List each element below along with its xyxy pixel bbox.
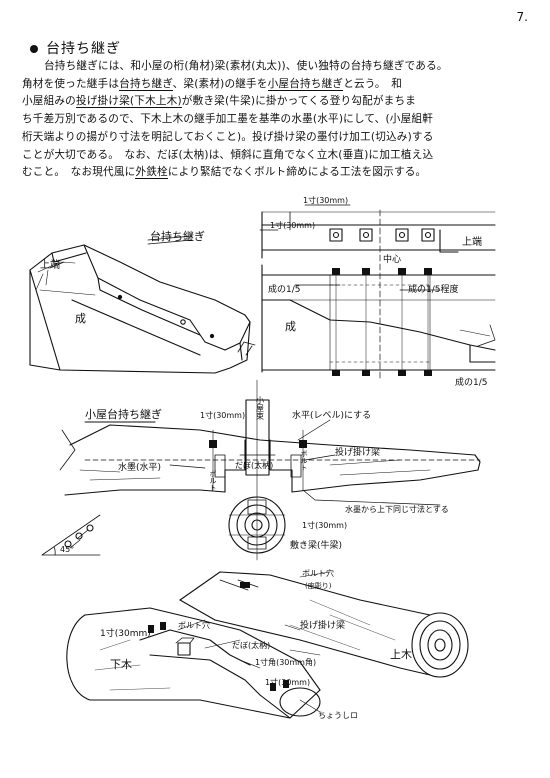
fig3-level-label: 水平(レベル)にする xyxy=(292,409,371,421)
paragraph-line: ことが大切である。 なお、だぼ(太枘)は、傾斜に直角でなく立木(垂直)に加工植え… xyxy=(22,147,532,165)
fig3-post-label: 小屋束 xyxy=(256,396,265,421)
fig3-dowel-label: だぼ(太枘) xyxy=(235,460,273,470)
fig4-dim-right: 1寸(30mm) xyxy=(265,677,310,687)
underlined-term: 小屋台持ち継ぎ xyxy=(267,77,344,91)
paragraph-text: 角材を使った継手は xyxy=(22,77,120,90)
paragraph-line: むこと。 なお現代風に外鉄栓により緊結でなくボルト締めによる工法を図示する。 xyxy=(22,164,532,182)
paragraph-text: 小屋組みの xyxy=(22,95,76,108)
figure-daimochi-isometric xyxy=(29,235,256,374)
fig4-adze-label: ちょうしロ xyxy=(318,711,358,720)
figure-daimochi-plan-elevation xyxy=(259,204,496,381)
fig3-dim-top: 1寸(30mm) xyxy=(200,410,245,420)
body-paragraph: 台持ち継ぎには、和小屋の桁(角材)梁(素材(丸太))、使い独特の台持ち継ぎである… xyxy=(22,58,532,182)
bullet-icon xyxy=(30,45,38,53)
fig3-dim-bottom: 1寸(30mm) xyxy=(302,520,347,530)
paragraph-line: 桁天端よりの揚がり寸法を明記しておくこと)。投げ掛け梁の墨付け加工(切込み)する xyxy=(22,129,532,147)
fig3-bolt-right-label: ボルト xyxy=(300,450,308,471)
paragraph-line: 台持ち継ぎには、和小屋の桁(角材)梁(素材(丸太))、使い独特の台持ち継ぎである… xyxy=(22,58,532,76)
paragraph-text: 桁天端よりの揚がり寸法を明記しておくこと)。投げ掛け梁の墨付け加工(切込み)する xyxy=(22,130,434,143)
fig4-bolt-hole-note: (座彫り) xyxy=(305,581,332,590)
fig2-dim-left: 1寸(30mm) xyxy=(270,220,315,230)
fig2-upper-end-label: 上端 xyxy=(462,235,482,248)
paragraph-text: が敷き梁(牛梁)に掛かってくる登り勾配がまちま xyxy=(181,95,417,108)
paragraph-text: 台持ち継ぎには、和小屋の桁(角材)梁(素材(丸太))、使い独特の台持ち継ぎである… xyxy=(44,60,448,72)
fig4-dim-square: 1寸角(30mm角) xyxy=(255,657,316,667)
fig2-dim-top: 1寸(30mm) xyxy=(303,195,348,205)
paragraph-line: 小屋組みの投げ掛け梁(下木上木)が敷き梁(牛梁)に掛かってくる登り勾配がまちま xyxy=(22,93,532,111)
section-title-text: 台持ち継ぎ xyxy=(46,41,121,57)
fig2-depth-fifth-bottom-label: 成の1/5 xyxy=(455,376,488,388)
figure-koya-daimochi-3d xyxy=(66,571,469,719)
fig4-dowel-label: だぼ(太枘) xyxy=(232,640,270,650)
page-number: 7. xyxy=(516,10,528,24)
paragraph-text: と云う。 和 xyxy=(343,77,403,90)
fig3-rafter-beam-label: 投げ掛け梁 xyxy=(335,446,380,458)
fig1-title: 台持ち継ぎ xyxy=(150,229,205,243)
section-title: 台持ち継ぎ xyxy=(30,38,121,58)
fig2-depth-fifth-label: 成の1/5 xyxy=(268,283,301,295)
fig1-depth-label: 成 xyxy=(75,312,86,325)
fig4-lower-label: 下木 xyxy=(110,658,132,671)
fig4-upper-label: 上木 xyxy=(390,648,412,661)
fig1-upper-end-label: 上端 xyxy=(40,258,60,271)
fig3-title: 小屋台持ち継ぎ xyxy=(85,407,162,421)
paragraph-text: ち千差万別であるので、下木上木の継手加工墨を基準の水墨(水平)にして、(小屋組軒 xyxy=(22,113,433,126)
figure-koya-daimochi-elevation xyxy=(41,379,481,561)
underlined-term: 投げ掛け梁(下木上木) xyxy=(75,95,182,109)
fig2-center-label: 中心 xyxy=(383,253,401,265)
underlined-term: 外鉄栓 xyxy=(135,166,168,180)
fig3-sill-beam-label: 敷き梁(牛梁) xyxy=(290,539,342,551)
fig4-bolt-hole-label: ボルト穴 xyxy=(302,568,334,578)
fig3-same-dim-label: 水墨から上下同じ寸法とする xyxy=(345,504,449,514)
fig3-angle-label: 45° xyxy=(60,545,74,554)
paragraph-text: ことが大切である。 なお、だぼ(太枘)は、傾斜に直角でなく立木(垂直)に加工植え… xyxy=(22,148,434,161)
fig3-bolt-left-label: ボルト xyxy=(209,470,217,491)
paragraph-line: 角材を使った継手は台持ち継ぎ、梁(素材)の継手を小屋台持ち継ぎと云う。 和 xyxy=(22,76,532,94)
fig2-depth-fifth-approx-label: 成の1/5程度 xyxy=(408,283,459,295)
paragraph-text: により緊結でなくボルト締めによる工法を図示する。 xyxy=(167,166,427,179)
fig4-dim-left: 1寸(30mm) xyxy=(100,627,151,639)
fig4-bolt-hole-2-label: ボルト穴 xyxy=(178,620,210,630)
paragraph-line: ち千差万別であるので、下木上木の継手加工墨を基準の水墨(水平)にして、(小屋組軒 xyxy=(22,111,532,129)
underlined-term: 台持ち継ぎ xyxy=(119,77,173,91)
fig3-water-line-label: 水墨(水平) xyxy=(118,461,161,473)
fig4-rafter-beam-label: 投げ掛け梁 xyxy=(300,619,345,631)
fig2-depth-label: 成 xyxy=(285,320,296,333)
paragraph-text: 、梁(素材)の継手を xyxy=(172,77,268,90)
paragraph-text: むこと。 なお現代風に xyxy=(22,166,136,179)
